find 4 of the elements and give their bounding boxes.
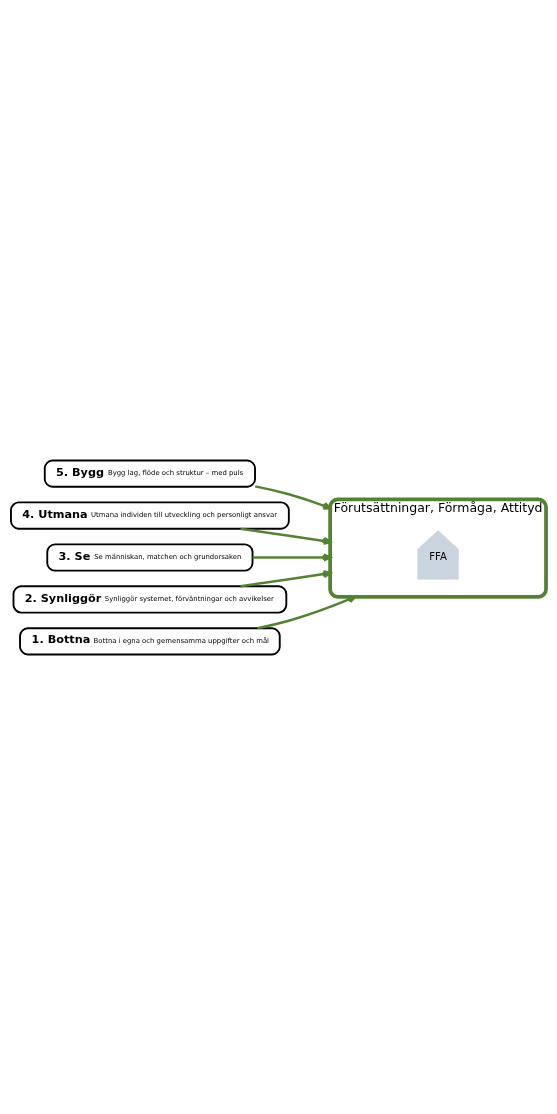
arrow: [252, 552, 332, 562]
arrow: [254, 484, 332, 510]
arrow: [240, 527, 332, 545]
arrow: [240, 569, 332, 587]
